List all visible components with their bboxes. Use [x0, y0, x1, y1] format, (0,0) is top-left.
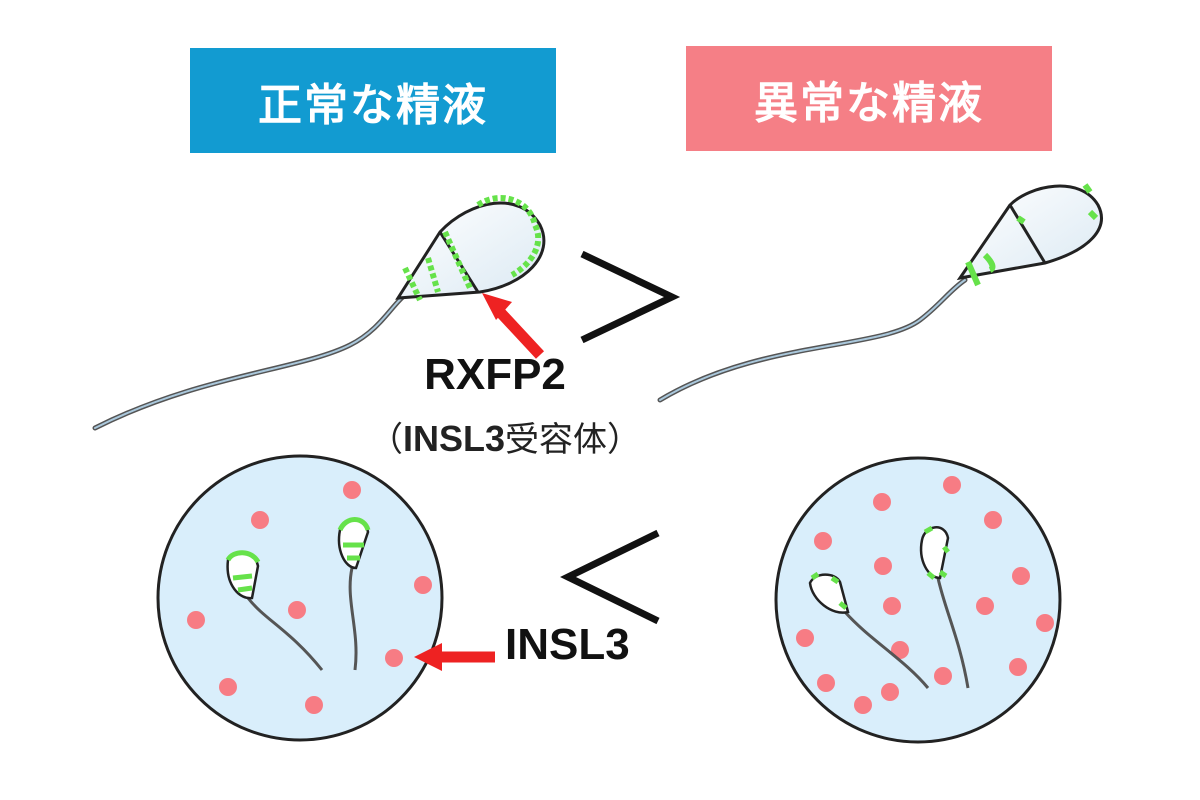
- semen-sample-abnormal: [774, 456, 1062, 744]
- header-abnormal-semen: 異常な精液: [686, 46, 1052, 151]
- label-receptor: （INSL3受容体）: [360, 412, 650, 461]
- paren-open: （: [368, 420, 403, 460]
- header-abnormal-label: 異常な精液: [754, 77, 984, 129]
- sperm-head: [956, 184, 1103, 281]
- receptor-text: 受容体: [505, 420, 608, 460]
- semen-sample-normal: [156, 454, 444, 742]
- comparison-greater-than: [580, 250, 681, 344]
- arrow-to-insl3: [414, 643, 495, 671]
- arrow-to-receptor: [482, 293, 545, 359]
- sperm-normal-large: [92, 194, 546, 431]
- label-insl3: INSL3: [505, 620, 630, 669]
- receptor-cluster: [965, 183, 1099, 287]
- receptor-bold: INSL3: [402, 418, 506, 459]
- label-rxfp2: RXFP2: [424, 350, 566, 399]
- header-normal-label: 正常な精液: [258, 79, 488, 131]
- sperm-abnormal-large: [657, 183, 1103, 403]
- receptor-cluster: [402, 194, 542, 302]
- comparison-less-than: [560, 529, 660, 625]
- paren-close: ）: [607, 420, 642, 460]
- insl3-molecules: [187, 481, 432, 714]
- sperm-tail: [657, 277, 968, 403]
- header-normal-semen: 正常な精液: [190, 48, 556, 153]
- insl3-molecules: [796, 476, 1054, 714]
